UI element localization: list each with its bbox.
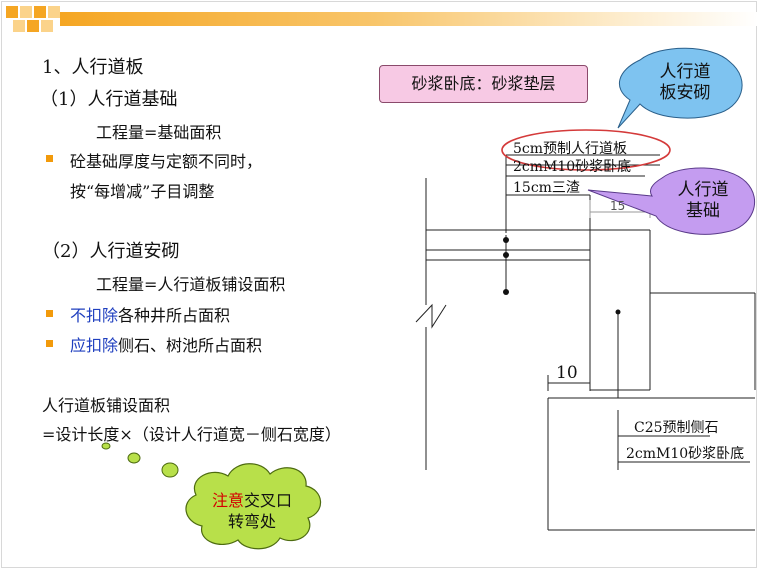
bullet-marker bbox=[46, 155, 53, 162]
header-square-3 bbox=[34, 6, 46, 18]
section1-bullet-line2: 按“每增减”子目调整 bbox=[70, 182, 215, 201]
header-square-4 bbox=[48, 6, 60, 18]
curb-label: C25预制侧石 bbox=[634, 420, 719, 436]
bubble-foundation-line1: 人行道 bbox=[677, 180, 729, 200]
dimension-15: 15 bbox=[610, 199, 626, 213]
cloud-emphasis: 注意 bbox=[211, 491, 244, 510]
dimension-10: 10 bbox=[556, 363, 578, 383]
section2-title: （2）人行道安砌 bbox=[42, 241, 180, 262]
bullet-marker bbox=[46, 310, 53, 317]
bubble-paving-line2: 板安砌 bbox=[659, 83, 711, 103]
bullet1-emphasis: 不扣除 bbox=[70, 306, 119, 325]
bullet2-emphasis: 应扣除 bbox=[70, 336, 119, 355]
area-title: 人行道板铺设面积 bbox=[42, 396, 171, 415]
section2-formula: 工程量=人行道板铺设面积 bbox=[96, 275, 286, 294]
layer-mortar-bed: 2cmM10砂浆卧底 bbox=[513, 159, 632, 175]
header-square-2 bbox=[20, 6, 32, 18]
cloud-text: 注意交叉口 转弯处 bbox=[202, 490, 302, 532]
layer-paving-slab: 5cm预制人行道板 bbox=[513, 141, 628, 157]
bullet1-rest: 各种井所占面积 bbox=[118, 306, 231, 325]
layer-base: 15cm三渣 bbox=[513, 180, 580, 196]
bubble-foundation: 人行道 基础 bbox=[660, 180, 746, 222]
curb-mortar-label: 2cmM10砂浆卧底 bbox=[626, 446, 745, 462]
cloud-line1: 交叉口 bbox=[244, 491, 293, 510]
bubble-paving: 人行道 板安砌 bbox=[640, 62, 730, 104]
bubble-foundation-line2: 基础 bbox=[686, 201, 720, 221]
bullet-marker bbox=[46, 340, 53, 347]
header-square-1 bbox=[6, 6, 18, 18]
header-square-6 bbox=[27, 20, 39, 32]
section2-bullet2: 应扣除侧石、树池所占面积 bbox=[70, 332, 262, 356]
section2-bullet1: 不扣除各种井所占面积 bbox=[70, 302, 230, 326]
section1-formula: 工程量=基础面积 bbox=[96, 123, 222, 142]
header-square-7 bbox=[41, 20, 53, 32]
area-formula: =设计长度×（设计人行道宽－侧石宽度） bbox=[42, 425, 341, 444]
heading: 1、人行道板 bbox=[42, 57, 144, 78]
mortar-callout: 砂浆卧底：砂浆垫层 bbox=[379, 65, 588, 103]
header-square-5 bbox=[13, 20, 25, 32]
section1-bullet-line1: 砼基础厚度与定额不同时， bbox=[70, 152, 263, 171]
bubble-paving-line1: 人行道 bbox=[659, 62, 711, 82]
header-gradient-bar bbox=[60, 12, 758, 26]
bullet2-rest: 侧石、树池所占面积 bbox=[118, 336, 263, 355]
cloud-line2: 转弯处 bbox=[227, 512, 276, 531]
section1-title: （1）人行道基础 bbox=[40, 89, 178, 110]
